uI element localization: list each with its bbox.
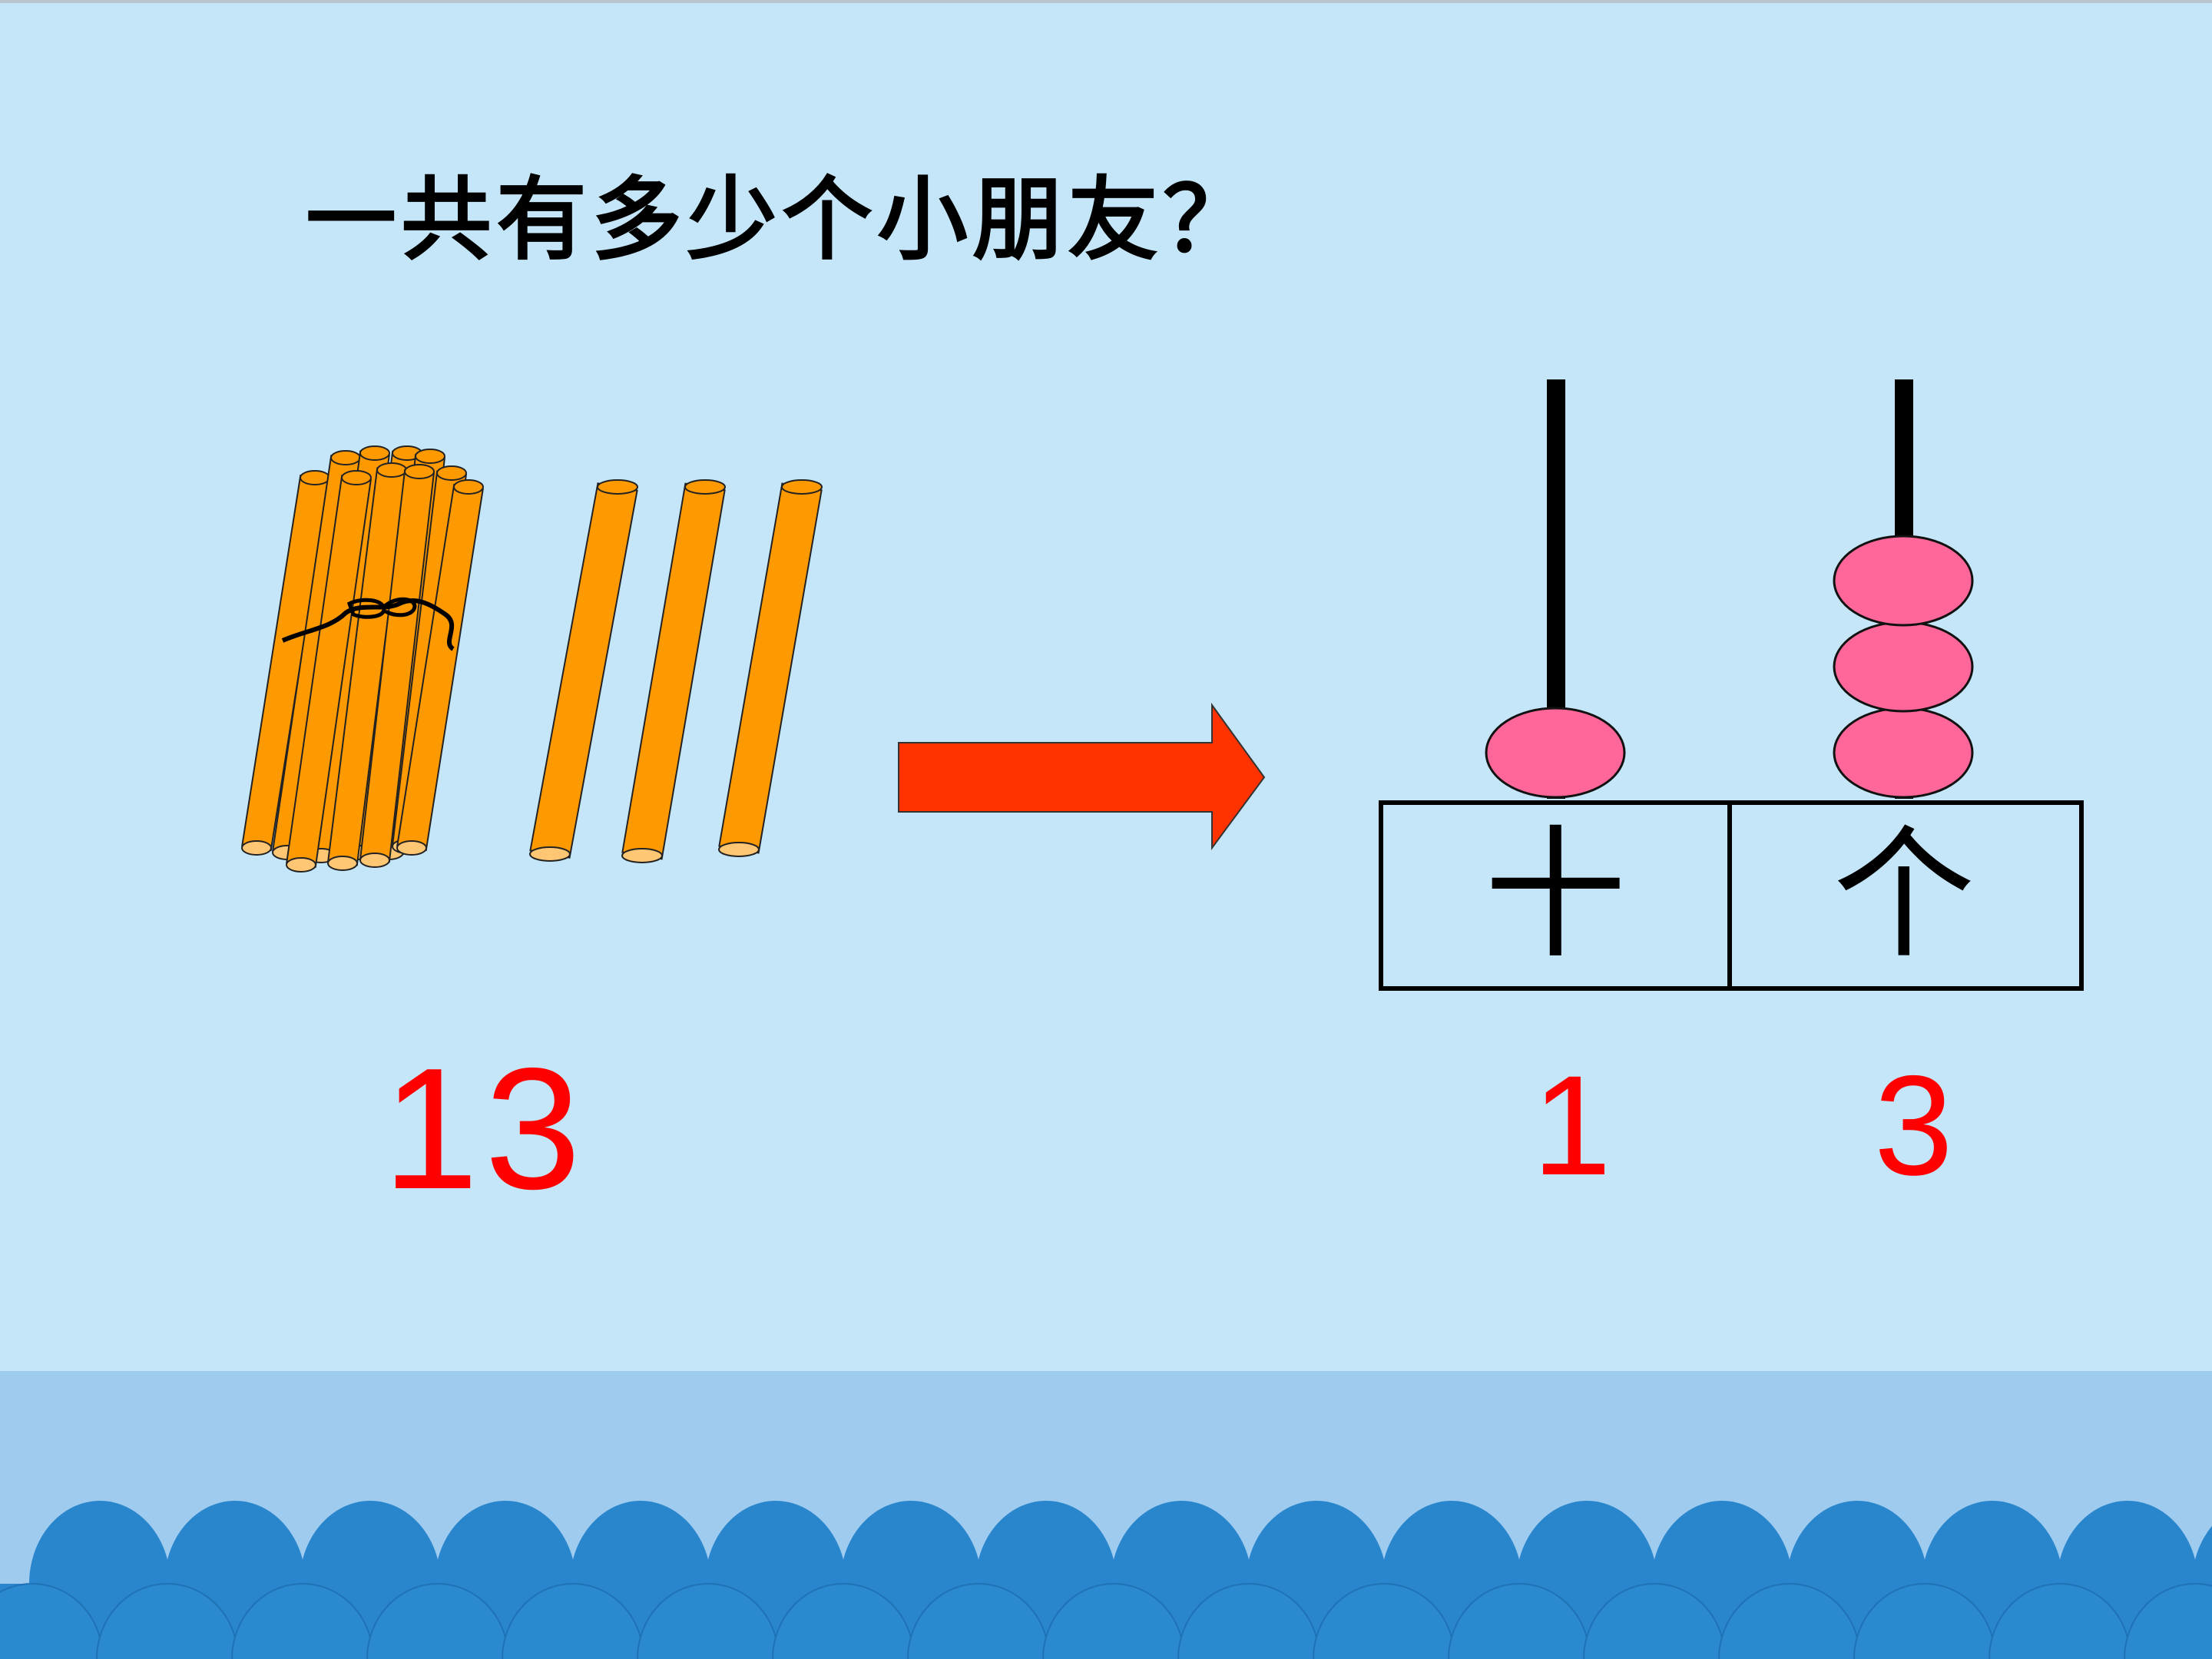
abacus-bead <box>1833 707 1974 799</box>
wave-arc <box>1583 1583 1726 1659</box>
wave-arc <box>0 1583 104 1659</box>
wave-arc <box>637 1583 780 1659</box>
abacus-bead <box>1833 535 1974 627</box>
abacus-icon <box>1379 379 2084 991</box>
wave-arc <box>1042 1583 1185 1659</box>
bundle-string <box>281 598 455 651</box>
wave-arc <box>772 1583 915 1659</box>
abacus-bead <box>1833 621 1974 713</box>
wave-arc <box>907 1583 1050 1659</box>
wave-arc <box>1177 1583 1320 1659</box>
wave-arc <box>1313 1583 1455 1659</box>
wave-arc <box>96 1583 239 1659</box>
wave-arc <box>502 1583 644 1659</box>
bundle-stick <box>396 479 484 856</box>
ones-place-label: 个 <box>1833 812 1975 978</box>
wave-arc <box>366 1583 509 1659</box>
tens-digit: 1 <box>1532 1047 1611 1205</box>
tens-place-label: 十 <box>1484 812 1627 978</box>
wave-arc <box>1718 1583 1861 1659</box>
bundle-knot <box>346 597 417 619</box>
wave-arc <box>1853 1583 1996 1659</box>
bundle-stick <box>327 462 407 871</box>
total-number: 13 <box>382 1031 588 1225</box>
wave-arc <box>2124 1583 2212 1659</box>
bundle-stick <box>286 470 372 873</box>
ones-beads <box>1833 535 1974 799</box>
wave-pattern <box>0 1501 2212 1659</box>
ones-digit: 3 <box>1874 1047 1953 1205</box>
top-border <box>0 0 2212 3</box>
single-stick <box>718 479 823 857</box>
single-stick <box>529 479 638 862</box>
bundle-stick <box>241 470 330 856</box>
abacus-bead <box>1485 707 1626 799</box>
single-stick-icon <box>529 479 823 863</box>
wave-arc <box>1988 1583 2131 1659</box>
tens-beads <box>1485 707 1626 799</box>
stick-bundle-icon <box>241 445 484 873</box>
right-arrow-icon <box>898 702 1266 851</box>
single-stick <box>621 479 726 863</box>
question-title: 一共有多少个小朋友？ <box>306 167 1259 273</box>
bundle-stick <box>359 464 435 868</box>
wave-arc <box>231 1583 374 1659</box>
wave-arc <box>1448 1583 1591 1659</box>
